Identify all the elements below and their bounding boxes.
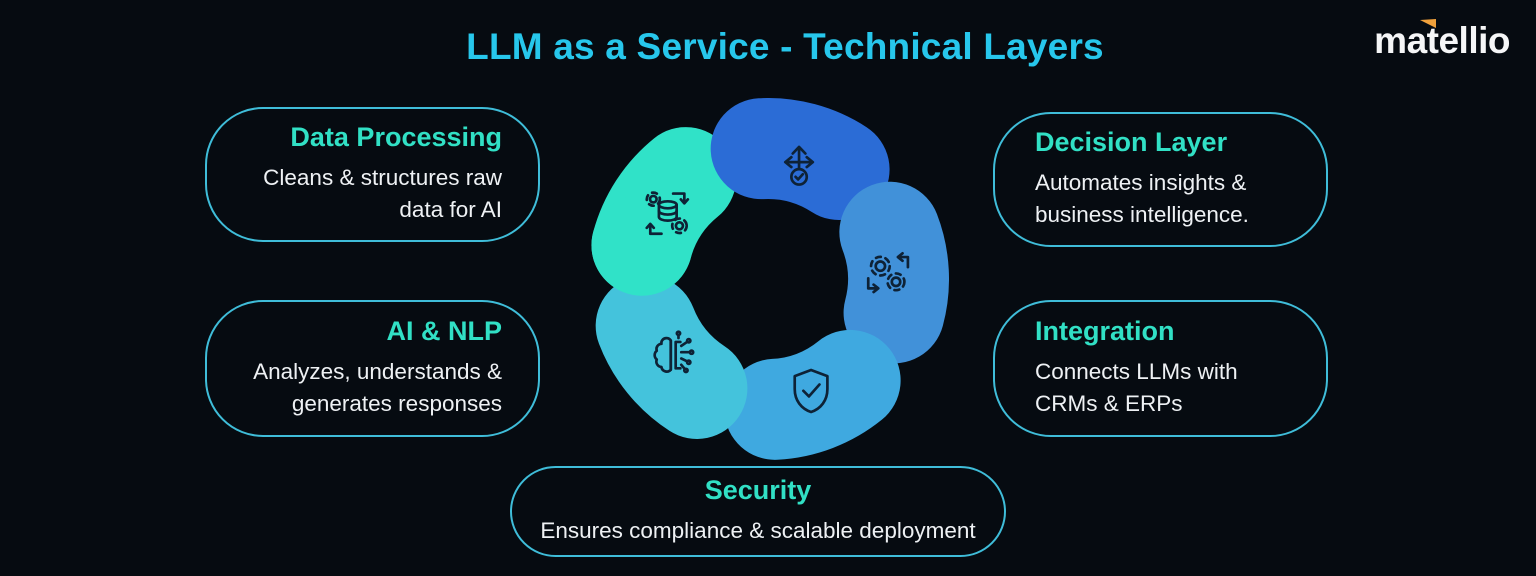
logo-accent-triangle-icon — [1420, 19, 1437, 28]
card-title: AI & NLP — [386, 316, 502, 347]
segment-security — [724, 329, 901, 460]
branch-arrows-check-icon — [783, 145, 815, 186]
matellio-logo: matellio — [1374, 19, 1510, 62]
card-security: Security Ensures compliance & scalable d… — [510, 466, 1006, 557]
card-description: Connects LLMs with CRMs & ERPs — [1035, 358, 1238, 416]
shield-check-icon — [793, 368, 829, 414]
brain-circuit-icon — [653, 330, 695, 374]
page-title: LLM as a Service - Technical Layers — [466, 26, 1104, 67]
segment-decision-layer — [710, 98, 890, 221]
card-description: Ensures compliance & scalable deployment — [540, 517, 976, 543]
card-description: Cleans & structures raw data for AI — [263, 164, 502, 222]
card-description: Automates insights & business intelligen… — [1035, 169, 1249, 227]
gears-sync-arrows-icon — [866, 251, 910, 294]
segment-integration — [839, 181, 949, 364]
database-gears-icon — [645, 191, 690, 236]
segment-ai-nlp — [595, 275, 748, 439]
card-title: Integration — [1035, 316, 1175, 347]
card-decision-layer: Decision Layer Automates insights & busi… — [993, 112, 1328, 247]
card-data-processing: Data Processing Cleans & structures raw … — [205, 107, 540, 242]
card-ai-nlp: AI & NLP Analyzes, understands & generat… — [205, 300, 540, 437]
card-title: Data Processing — [290, 122, 502, 153]
card-integration: Integration Connects LLMs with CRMs & ER… — [993, 300, 1328, 437]
card-title: Decision Layer — [1035, 127, 1228, 158]
card-title: Security — [704, 475, 812, 506]
card-description: Analyzes, understands & generates respon… — [253, 358, 502, 416]
llm-cycle-diagram — [591, 98, 949, 460]
logo-wordmark: matellio — [1374, 20, 1510, 61]
